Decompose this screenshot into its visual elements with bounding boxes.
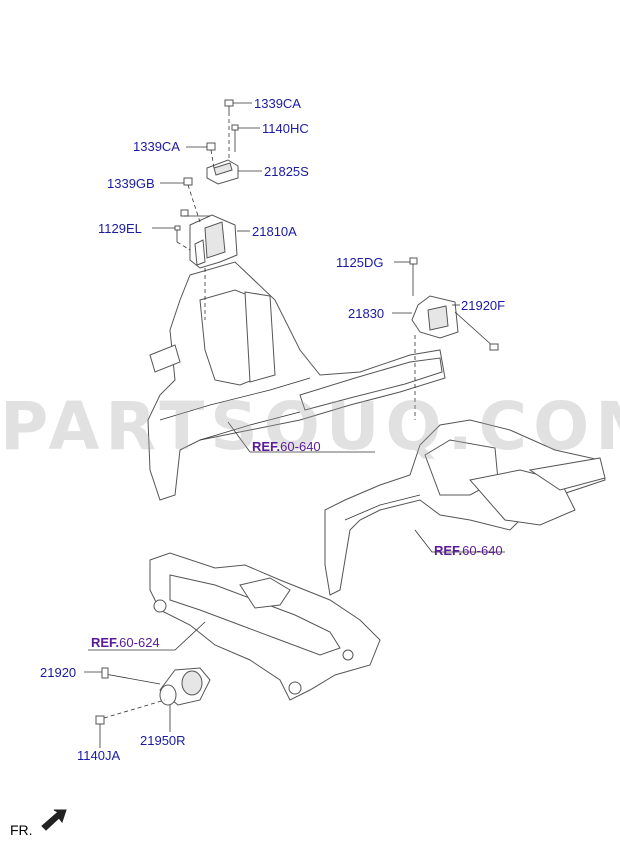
part-label-1129EL[interactable]: 1129EL xyxy=(98,221,142,236)
part-label-21920[interactable]: 21920 xyxy=(40,665,77,680)
insulator-21825S xyxy=(206,159,239,185)
ref-label-60-640-upper[interactable]: REF.60-640 xyxy=(252,440,321,454)
front-direction-label: FR. xyxy=(10,822,33,838)
part-label-1140HC[interactable]: 1140HC xyxy=(262,121,309,136)
ref-prefix: REF. xyxy=(252,439,281,454)
leader-lines xyxy=(84,102,505,748)
part-label-1140JA[interactable]: 1140JA xyxy=(77,748,121,763)
ref-prefix: REF. xyxy=(91,635,120,650)
right-side-member xyxy=(324,419,606,596)
front-direction-arrow xyxy=(41,809,67,831)
bolts-upper-left xyxy=(174,99,239,320)
ref-label-60-640-lower[interactable]: REF.60-640 xyxy=(434,544,503,558)
ref-prefix: REF. xyxy=(434,543,463,558)
part-label-1339GB[interactable]: 1339GB xyxy=(107,176,155,191)
sub-frame xyxy=(149,552,381,701)
part-label-21950R[interactable]: 21950R xyxy=(140,733,186,748)
part-label-1125DG[interactable]: 1125DG xyxy=(336,255,384,270)
part-label-21920F[interactable]: 21920F xyxy=(461,298,506,313)
mount-bracket-21810A xyxy=(189,214,238,269)
ref-label-60-624[interactable]: REF.60-624 xyxy=(91,636,160,650)
part-label-21825S[interactable]: 21825S xyxy=(264,164,309,179)
part-label-21810A[interactable]: 21810A xyxy=(252,224,297,239)
mount-21830 xyxy=(409,257,499,420)
roll-rod-21950R xyxy=(95,667,211,725)
ref-code: 60-624 xyxy=(119,635,160,650)
part-label-21830[interactable]: 21830 xyxy=(348,306,385,321)
part-label-1339CA-top[interactable]: 1339CA xyxy=(254,96,301,111)
left-side-member xyxy=(147,261,446,501)
part-label-1339CA-left[interactable]: 1339CA xyxy=(133,139,180,154)
ref-code: 60-640 xyxy=(462,543,503,558)
ref-code: 60-640 xyxy=(280,439,321,454)
